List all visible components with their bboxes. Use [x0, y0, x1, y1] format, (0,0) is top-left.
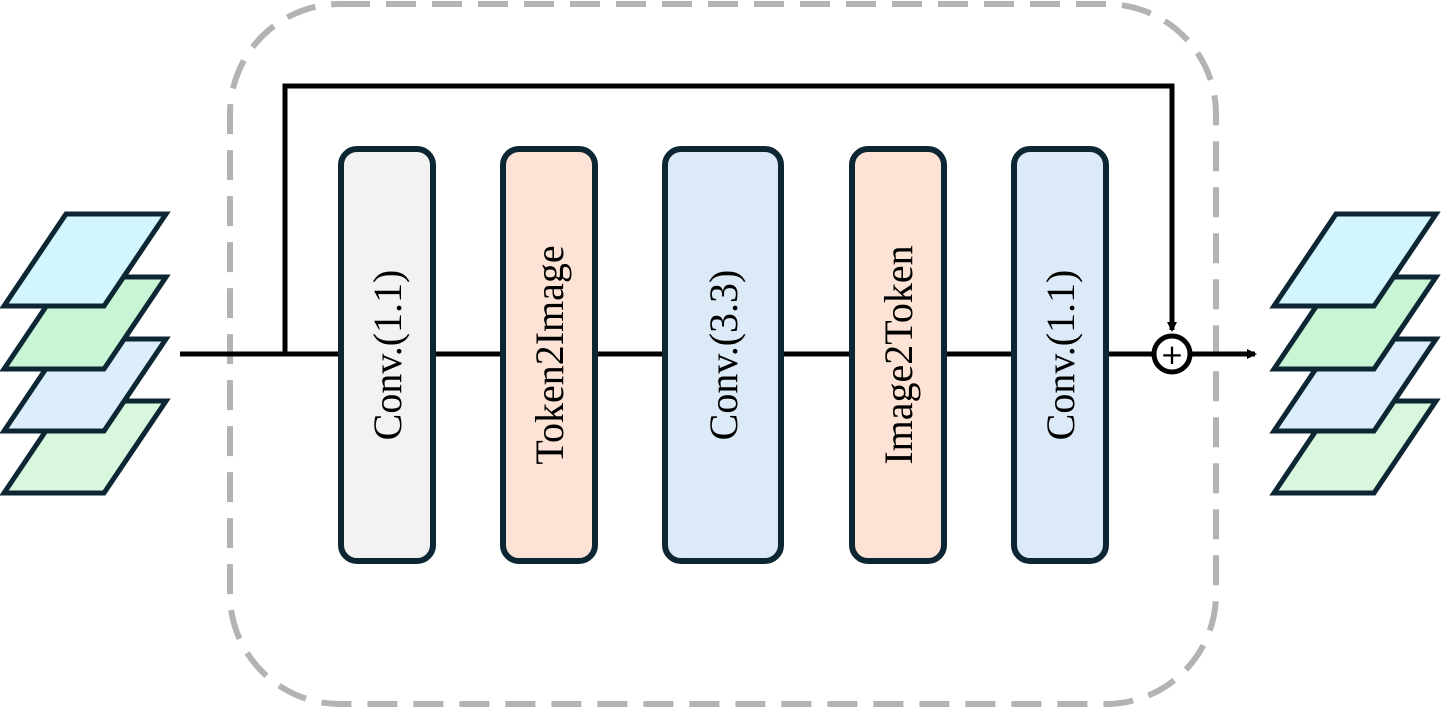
- output-layer-3: [1269, 336, 1441, 434]
- skip-connection-line: [282, 83, 1177, 354]
- input-layer-2: [0, 274, 171, 372]
- block-conv-3x3: Conv.(3.3): [662, 146, 784, 564]
- output-layer-2: [1269, 274, 1441, 372]
- add-operator: +: [1151, 333, 1193, 375]
- plus-icon: +: [1160, 338, 1183, 371]
- add-circle: [1151, 333, 1193, 375]
- input-layer-4: [0, 398, 171, 496]
- input-layer-3: [0, 336, 171, 434]
- block-label: Image2Token: [876, 245, 921, 464]
- block-conv-1x1-first: Conv.(1.1): [338, 146, 436, 564]
- block-token2image: Token2Image: [500, 146, 598, 564]
- input-layer-1: [0, 211, 171, 309]
- block-image2token: Image2Token: [849, 146, 947, 564]
- output-feature-stack: [1269, 211, 1441, 496]
- input-feature-stack: [0, 211, 171, 496]
- output-layer-4: [1269, 398, 1441, 496]
- block-label: Token2Image: [527, 245, 572, 464]
- block-label: Conv.(1.1): [365, 270, 410, 441]
- block-label: Conv.(3.3): [701, 270, 746, 441]
- output-layer-1: [1269, 211, 1441, 309]
- block-label: Conv.(1.1): [1038, 270, 1083, 441]
- block-conv-1x1-last: Conv.(1.1): [1011, 146, 1109, 564]
